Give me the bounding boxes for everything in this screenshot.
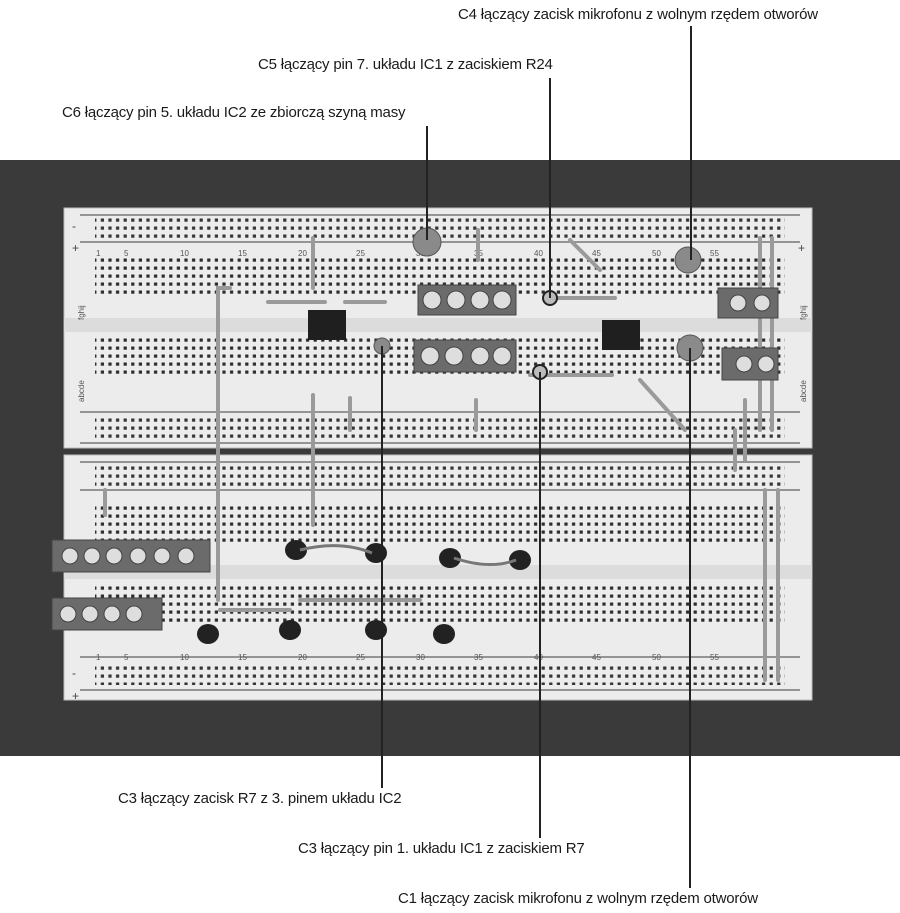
svg-text:45: 45 — [592, 249, 601, 258]
svg-text:25: 25 — [356, 653, 365, 662]
label-c3-ic1: C3 łączący pin 1. układu IC1 z zaciskiem… — [298, 840, 585, 857]
rail-minus-label: - — [72, 219, 76, 233]
leader-c3-ic1 — [539, 372, 541, 838]
svg-text:5: 5 — [124, 653, 129, 662]
svg-text:35: 35 — [474, 653, 483, 662]
terminal-block — [51, 284, 779, 631]
svg-text:50: 50 — [652, 653, 661, 662]
rail-plus-label: + — [798, 241, 805, 255]
svg-text:20: 20 — [298, 249, 307, 258]
rail-plus-label: + — [72, 689, 79, 703]
svg-text:1: 1 — [96, 653, 101, 662]
leader-c5 — [549, 78, 551, 298]
svg-text:10: 10 — [180, 249, 189, 258]
leader-c6 — [426, 126, 428, 240]
svg-text:1: 1 — [96, 249, 101, 258]
svg-text:25: 25 — [356, 249, 365, 258]
leader-c4 — [690, 26, 692, 260]
label-c5: C5 łączący pin 7. układu IC1 z zaciskiem… — [258, 56, 553, 73]
svg-text:10: 10 — [180, 653, 189, 662]
svg-text:20: 20 — [298, 653, 307, 662]
svg-text:30: 30 — [416, 653, 425, 662]
svg-text:55: 55 — [710, 653, 719, 662]
label-c1: C1 łączący zacisk mikrofonu z wolnym rzę… — [398, 890, 758, 907]
column-numbers-lower: 1 5 10 15 20 25 30 35 40 45 50 55 — [96, 653, 719, 662]
svg-text:50: 50 — [652, 249, 661, 258]
svg-text:40: 40 — [534, 249, 543, 258]
svg-text:5: 5 — [124, 249, 129, 258]
row-letters-bottom: abcde — [77, 380, 86, 402]
rail-minus-label: - — [72, 666, 76, 680]
svg-text:fghij: fghij — [799, 305, 808, 320]
svg-text:45: 45 — [592, 653, 601, 662]
ic1-chip — [308, 310, 346, 340]
rail-plus-label: + — [72, 241, 79, 255]
label-c3-ic2: C3 łączący zacisk R7 z 3. pinem układu I… — [118, 790, 402, 807]
svg-text:40: 40 — [534, 653, 543, 662]
ic2-chip — [602, 320, 640, 350]
row-letters-top: fghij — [77, 305, 86, 320]
breadboard-svg: - + + - + 1 5 10 15 20 25 30 35 40 45 50… — [51, 207, 813, 703]
svg-text:abcde: abcde — [799, 380, 808, 402]
leader-c1 — [689, 348, 691, 888]
leader-c3-ic2 — [381, 346, 383, 788]
svg-text:55: 55 — [710, 249, 719, 258]
capacitor-c4 — [674, 246, 702, 274]
terminal-screws — [59, 290, 775, 623]
breadboard-photo: - + + - + 1 5 10 15 20 25 30 35 40 45 50… — [0, 160, 900, 756]
svg-text:15: 15 — [238, 653, 247, 662]
transistor-links — [299, 544, 517, 567]
svg-text:15: 15 — [238, 249, 247, 258]
label-c4: C4 łączący zacisk mikrofonu z wolnym rzę… — [458, 6, 818, 23]
wires — [103, 228, 780, 682]
label-c6: C6 łączący pin 5. układu IC2 ze zbiorczą… — [62, 104, 406, 121]
